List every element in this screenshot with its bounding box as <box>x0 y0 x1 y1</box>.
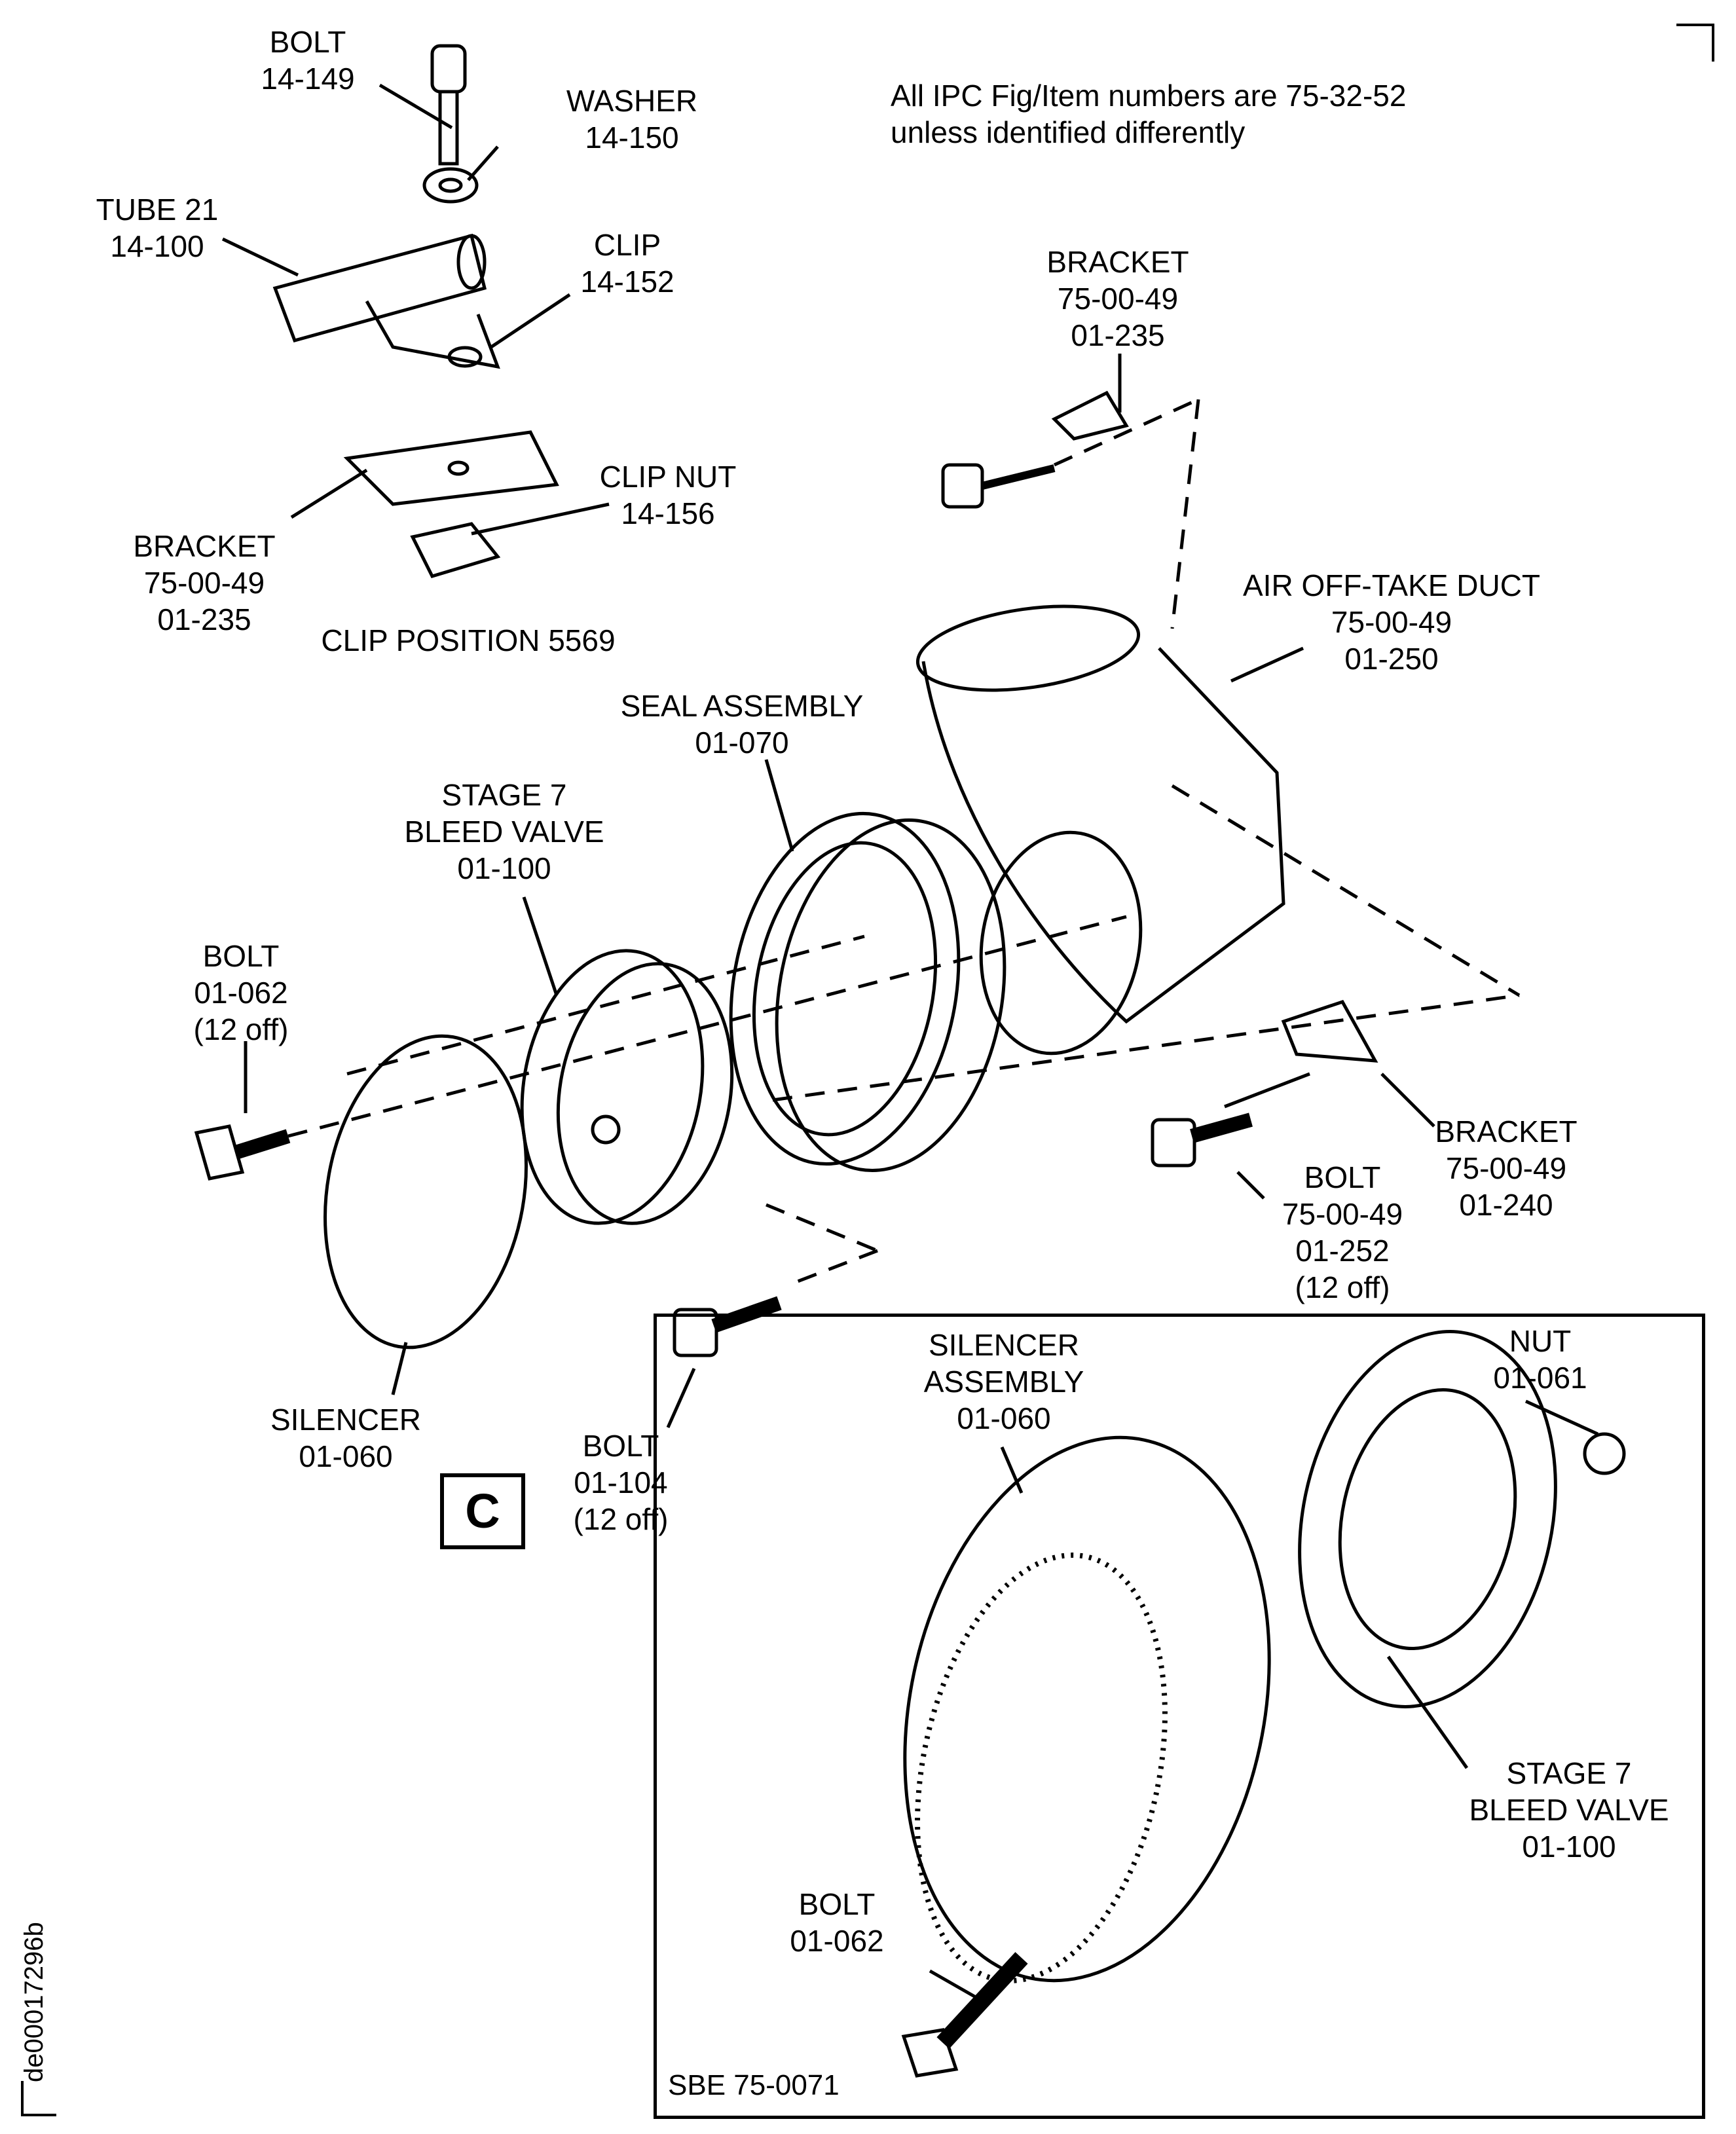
leader-bolt-14-149 <box>379 83 453 130</box>
sbe-reference: SBE 75-0071 <box>668 2069 840 2101</box>
label-seal-assembly: SEAL ASSEMBLY 01-070 <box>620 689 864 760</box>
silencer-part <box>323 1034 528 1350</box>
inset-frame <box>654 1314 1705 2119</box>
view-c-marker: C <box>440 1473 525 1549</box>
label-bracket-left: BRACKET 75-00-49 01-235 <box>133 529 276 636</box>
bleed-valve-part <box>520 949 734 1225</box>
ipc-note-line1: All IPC Fig/Item numbers are 75-32-52 <box>891 79 1407 113</box>
label-bolt-14-149: BOLT 14-149 <box>261 25 355 96</box>
clip-nut-part <box>410 522 501 578</box>
label-nut-01-061: NUT 01-061 <box>1493 1324 1587 1395</box>
label-bracket-top: BRACKET 75-00-49 01-235 <box>1046 245 1189 352</box>
bracket-plate-part <box>343 430 559 506</box>
label-bolt-01-062: BOLT 01-062 (12 off) <box>193 939 289 1046</box>
washer-part <box>422 167 479 204</box>
bolt-top-part <box>941 463 984 509</box>
label-silencer-assembly: SILENCER ASSEMBLY 01-060 <box>923 1328 1084 1435</box>
label-silencer: SILENCER 01-060 <box>270 1403 422 1473</box>
ipc-note-line2: unless identified differently <box>891 115 1246 149</box>
tube-clip-part <box>272 233 500 369</box>
label-bracket-01-240: BRACKET 75-00-49 01-240 <box>1435 1114 1578 1222</box>
bracket-01-240-part <box>1281 999 1378 1063</box>
label-stage7-bleed-valve: STAGE 7 BLEED VALVE 01-100 <box>404 778 604 885</box>
label-bolt-01-104: BOLT 01-104 (12 off) <box>573 1429 669 1536</box>
label-bolt-01-252: BOLT 75-00-49 01-252 (12 off) <box>1282 1160 1403 1304</box>
gasket-part <box>979 830 1143 1056</box>
bolt-01-252-part <box>1151 1118 1196 1168</box>
document-id: de00017296b <box>20 1922 48 2082</box>
label-clip-nut: CLIP NUT 14-156 <box>599 460 737 530</box>
seal-assembly-part <box>729 811 1007 1173</box>
label-air-offtake-duct: AIR OFF-TAKE DUCT 75-00-49 01-250 <box>1242 568 1541 676</box>
inset-bolt-part <box>901 2028 959 2078</box>
corner-mark-top-right <box>1676 24 1714 62</box>
bolt-01-062-part <box>194 1124 245 1181</box>
label-washer: WASHER 14-150 <box>566 84 698 155</box>
bolt-14-149-part <box>430 44 467 166</box>
label-clip: CLIP 14-152 <box>580 228 674 299</box>
bracket-top-part <box>1051 390 1129 441</box>
label-clip-position: CLIP POSITION 5569 <box>321 623 616 657</box>
label-inset-bolt: BOLT 01-062 <box>790 1887 884 1958</box>
corner-mark-bottom-left <box>21 2081 56 2116</box>
ipc-note: All IPC Fig/Item numbers are 75-32-52 un… <box>891 77 1406 151</box>
label-tube-21: TUBE 21 14-100 <box>96 193 219 263</box>
label-inset-stage7: STAGE 7 BLEED VALVE 01-100 <box>1469 1756 1669 1864</box>
leader-washer <box>467 145 499 181</box>
